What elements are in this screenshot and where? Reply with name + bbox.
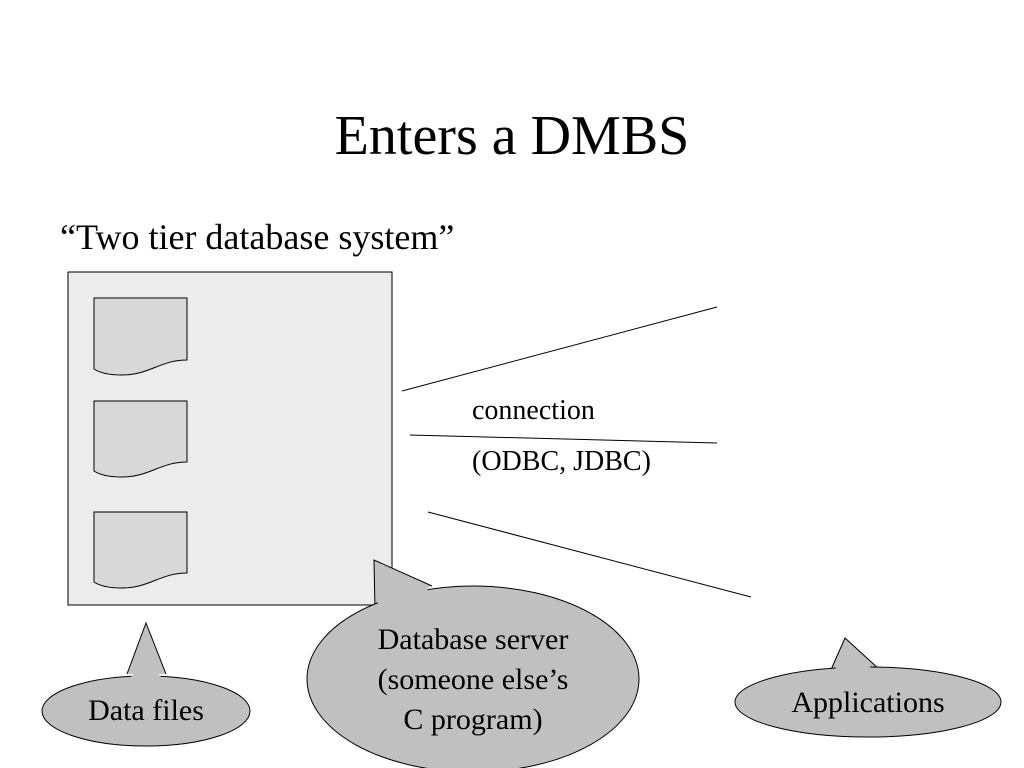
- connection-line: [401, 306, 718, 392]
- data-file-icon: [93, 297, 188, 376]
- data-file-icon: [93, 400, 188, 478]
- data-files-callout: [126, 621, 167, 675]
- connection-label: connection: [472, 395, 595, 426]
- connection-line: [427, 511, 752, 598]
- data-file-icon: [93, 511, 188, 589]
- server-label-line1: Database server: [377, 623, 569, 656]
- connection-line: [409, 434, 718, 444]
- server-label-line2: (someone else’s: [377, 663, 569, 696]
- server-callout-bubble: [306, 585, 640, 768]
- server-label-line3: C program): [403, 703, 543, 736]
- connection-protocols-label: (ODBC, JDBC): [472, 446, 651, 477]
- slide-title: Enters a DMBS: [334, 105, 690, 167]
- slide-subtitle: “Two tier database system”: [60, 217, 455, 257]
- data-files-label: Data files: [88, 694, 204, 727]
- applications-label: Applications: [791, 686, 945, 719]
